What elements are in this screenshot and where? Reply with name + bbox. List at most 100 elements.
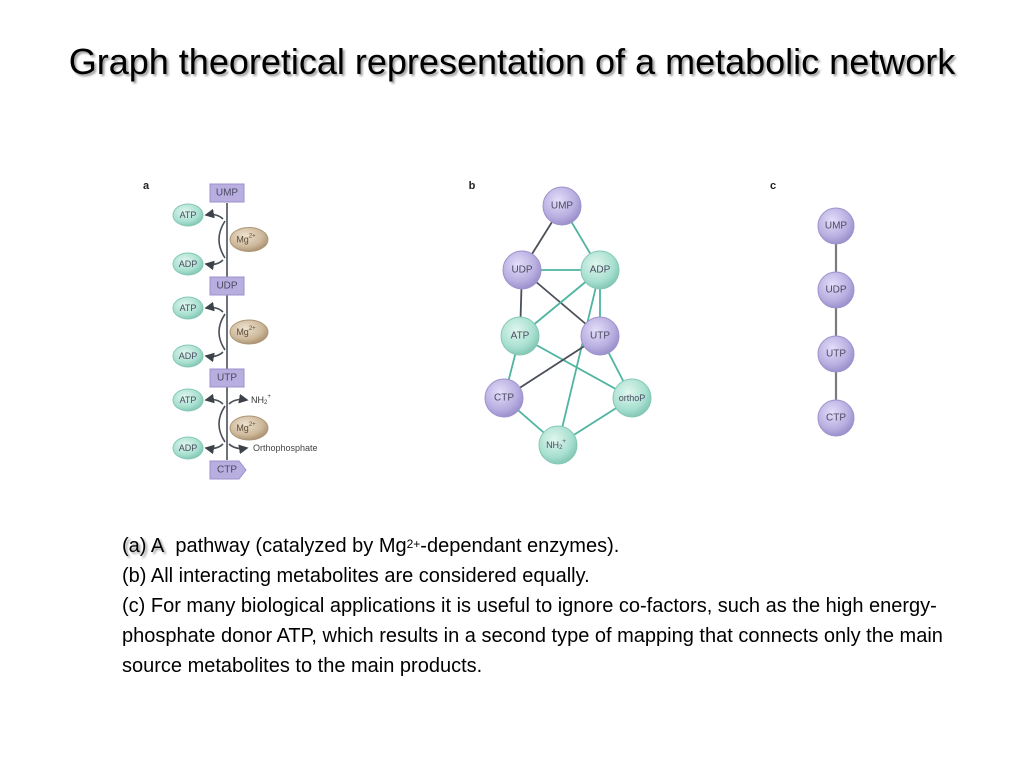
metabolite-label-ctp: CTP	[217, 465, 237, 476]
donor-node	[172, 388, 204, 412]
caption-c: (c) For many biological applications it …	[122, 595, 943, 677]
node-nh2: NH2+	[538, 425, 578, 465]
node-circle	[817, 399, 855, 437]
node-label: CTP	[826, 413, 846, 424]
mg-cofactor-node	[229, 227, 269, 252]
caption-b: (b) All interacting metabolites are cons…	[122, 565, 590, 587]
mg-charge: 2+	[249, 326, 256, 332]
panel-a-label: a	[143, 180, 150, 192]
product-label: ADP	[179, 351, 198, 361]
node-circle	[538, 425, 578, 465]
caption-a-prefix: (a) A	[122, 535, 165, 557]
mg-cofactor-label: Mg2+	[236, 422, 256, 433]
donor-label: ATP	[180, 303, 197, 313]
caption-a-superscript: 2+	[406, 537, 421, 551]
nh2-label: NH2+	[251, 394, 271, 406]
metabolite-box-ump	[209, 183, 245, 203]
product-node	[172, 252, 204, 276]
arrow-to-donor	[204, 393, 224, 405]
figure-caption: (a) A pathway (catalyzed by Mg2+-dependa…	[122, 531, 1002, 681]
donor-label: ATP	[180, 395, 197, 405]
metabolite-box-udp	[209, 276, 245, 296]
metabolite-label-ump: UMP	[216, 188, 239, 199]
arrow-to-nh2	[228, 393, 249, 405]
node-circle	[817, 207, 855, 245]
arrow-to-orthophosphate	[228, 443, 249, 455]
node-ctp: CTP	[484, 378, 524, 418]
node-circle	[580, 316, 620, 356]
node-circle	[612, 378, 652, 418]
node-circle	[542, 186, 582, 226]
cofactor-arc	[218, 220, 226, 259]
node-utp: UTP	[580, 316, 620, 356]
node-circle	[484, 378, 524, 418]
mg-cofactor-label: Mg2+	[236, 326, 256, 337]
mg-cofactor-label: Mg2+	[236, 234, 256, 245]
slide-title: Graph theoretical representation of a me…	[68, 41, 956, 82]
node-label: UTP	[826, 349, 846, 360]
caption-a: (a) A pathway (catalyzed by Mg2+-dependa…	[122, 531, 1002, 561]
node-label: UTP	[590, 331, 610, 342]
node-label: UDP	[511, 265, 532, 276]
panel-b-label: b	[469, 180, 476, 192]
node-label: ADP	[590, 265, 611, 276]
mg-charge: 2+	[249, 422, 256, 428]
node-circle	[502, 250, 542, 290]
node-circle	[817, 271, 855, 309]
arrow-to-product	[204, 443, 224, 455]
node-label: UDP	[825, 285, 846, 296]
node-circle	[580, 250, 620, 290]
caption-a-text: pathway (catalyzed by Mg	[175, 535, 407, 557]
arrow-to-product	[204, 259, 224, 271]
metabolite-label-udp: UDP	[216, 281, 237, 292]
product-node	[172, 344, 204, 368]
cofactor-arc	[218, 405, 226, 443]
metabolite-label-utp: UTP	[217, 373, 237, 384]
chain-node-utp: UTP	[817, 335, 855, 373]
cofactor-arc	[218, 313, 226, 351]
node-label: UMP	[825, 221, 848, 232]
node-ump: UMP	[542, 186, 582, 226]
node-circle	[817, 335, 855, 373]
node-adp: ADP	[580, 250, 620, 290]
mg-charge: 2+	[249, 234, 256, 240]
nh2-sup: +	[267, 394, 271, 400]
node-atp: ATP	[500, 316, 540, 356]
chain-node-udp: UDP	[817, 271, 855, 309]
node-label: ATP	[511, 331, 530, 342]
product-label: ADP	[179, 259, 198, 269]
edge-adp-nh2	[557, 269, 601, 446]
node-label-sup: +	[562, 439, 566, 445]
arrow-to-donor	[204, 301, 224, 313]
node-udp: UDP	[502, 250, 542, 290]
node-orthop: orthoP	[612, 378, 652, 418]
node-label: orthoP	[619, 393, 646, 403]
caption-a-text-end: -dependant enzymes).	[420, 535, 620, 557]
metabolite-box-utp	[209, 368, 245, 388]
arrow-to-product	[204, 351, 224, 363]
edge-atp-orthop	[519, 335, 633, 399]
node-label: UMP	[551, 201, 574, 212]
metabolite-box-ctp	[209, 460, 247, 480]
mg-cofactor-node	[229, 415, 269, 441]
chain-node-ctp: CTP	[817, 399, 855, 437]
node-label: CTP	[494, 393, 514, 404]
panel-c-label: c	[770, 180, 776, 192]
donor-node	[172, 203, 204, 227]
donor-label: ATP	[180, 210, 197, 220]
chain-node-ump: UMP	[817, 207, 855, 245]
nh2-sub: 2	[264, 400, 268, 406]
donor-node	[172, 296, 204, 320]
product-node	[172, 436, 204, 460]
orthophosphate-label: Orthophosphate	[253, 443, 318, 453]
product-label: ADP	[179, 443, 198, 453]
mg-cofactor-node	[229, 319, 269, 345]
arrow-to-donor	[204, 208, 224, 220]
node-label-sub: 2	[559, 445, 563, 451]
node-circle	[500, 316, 540, 356]
